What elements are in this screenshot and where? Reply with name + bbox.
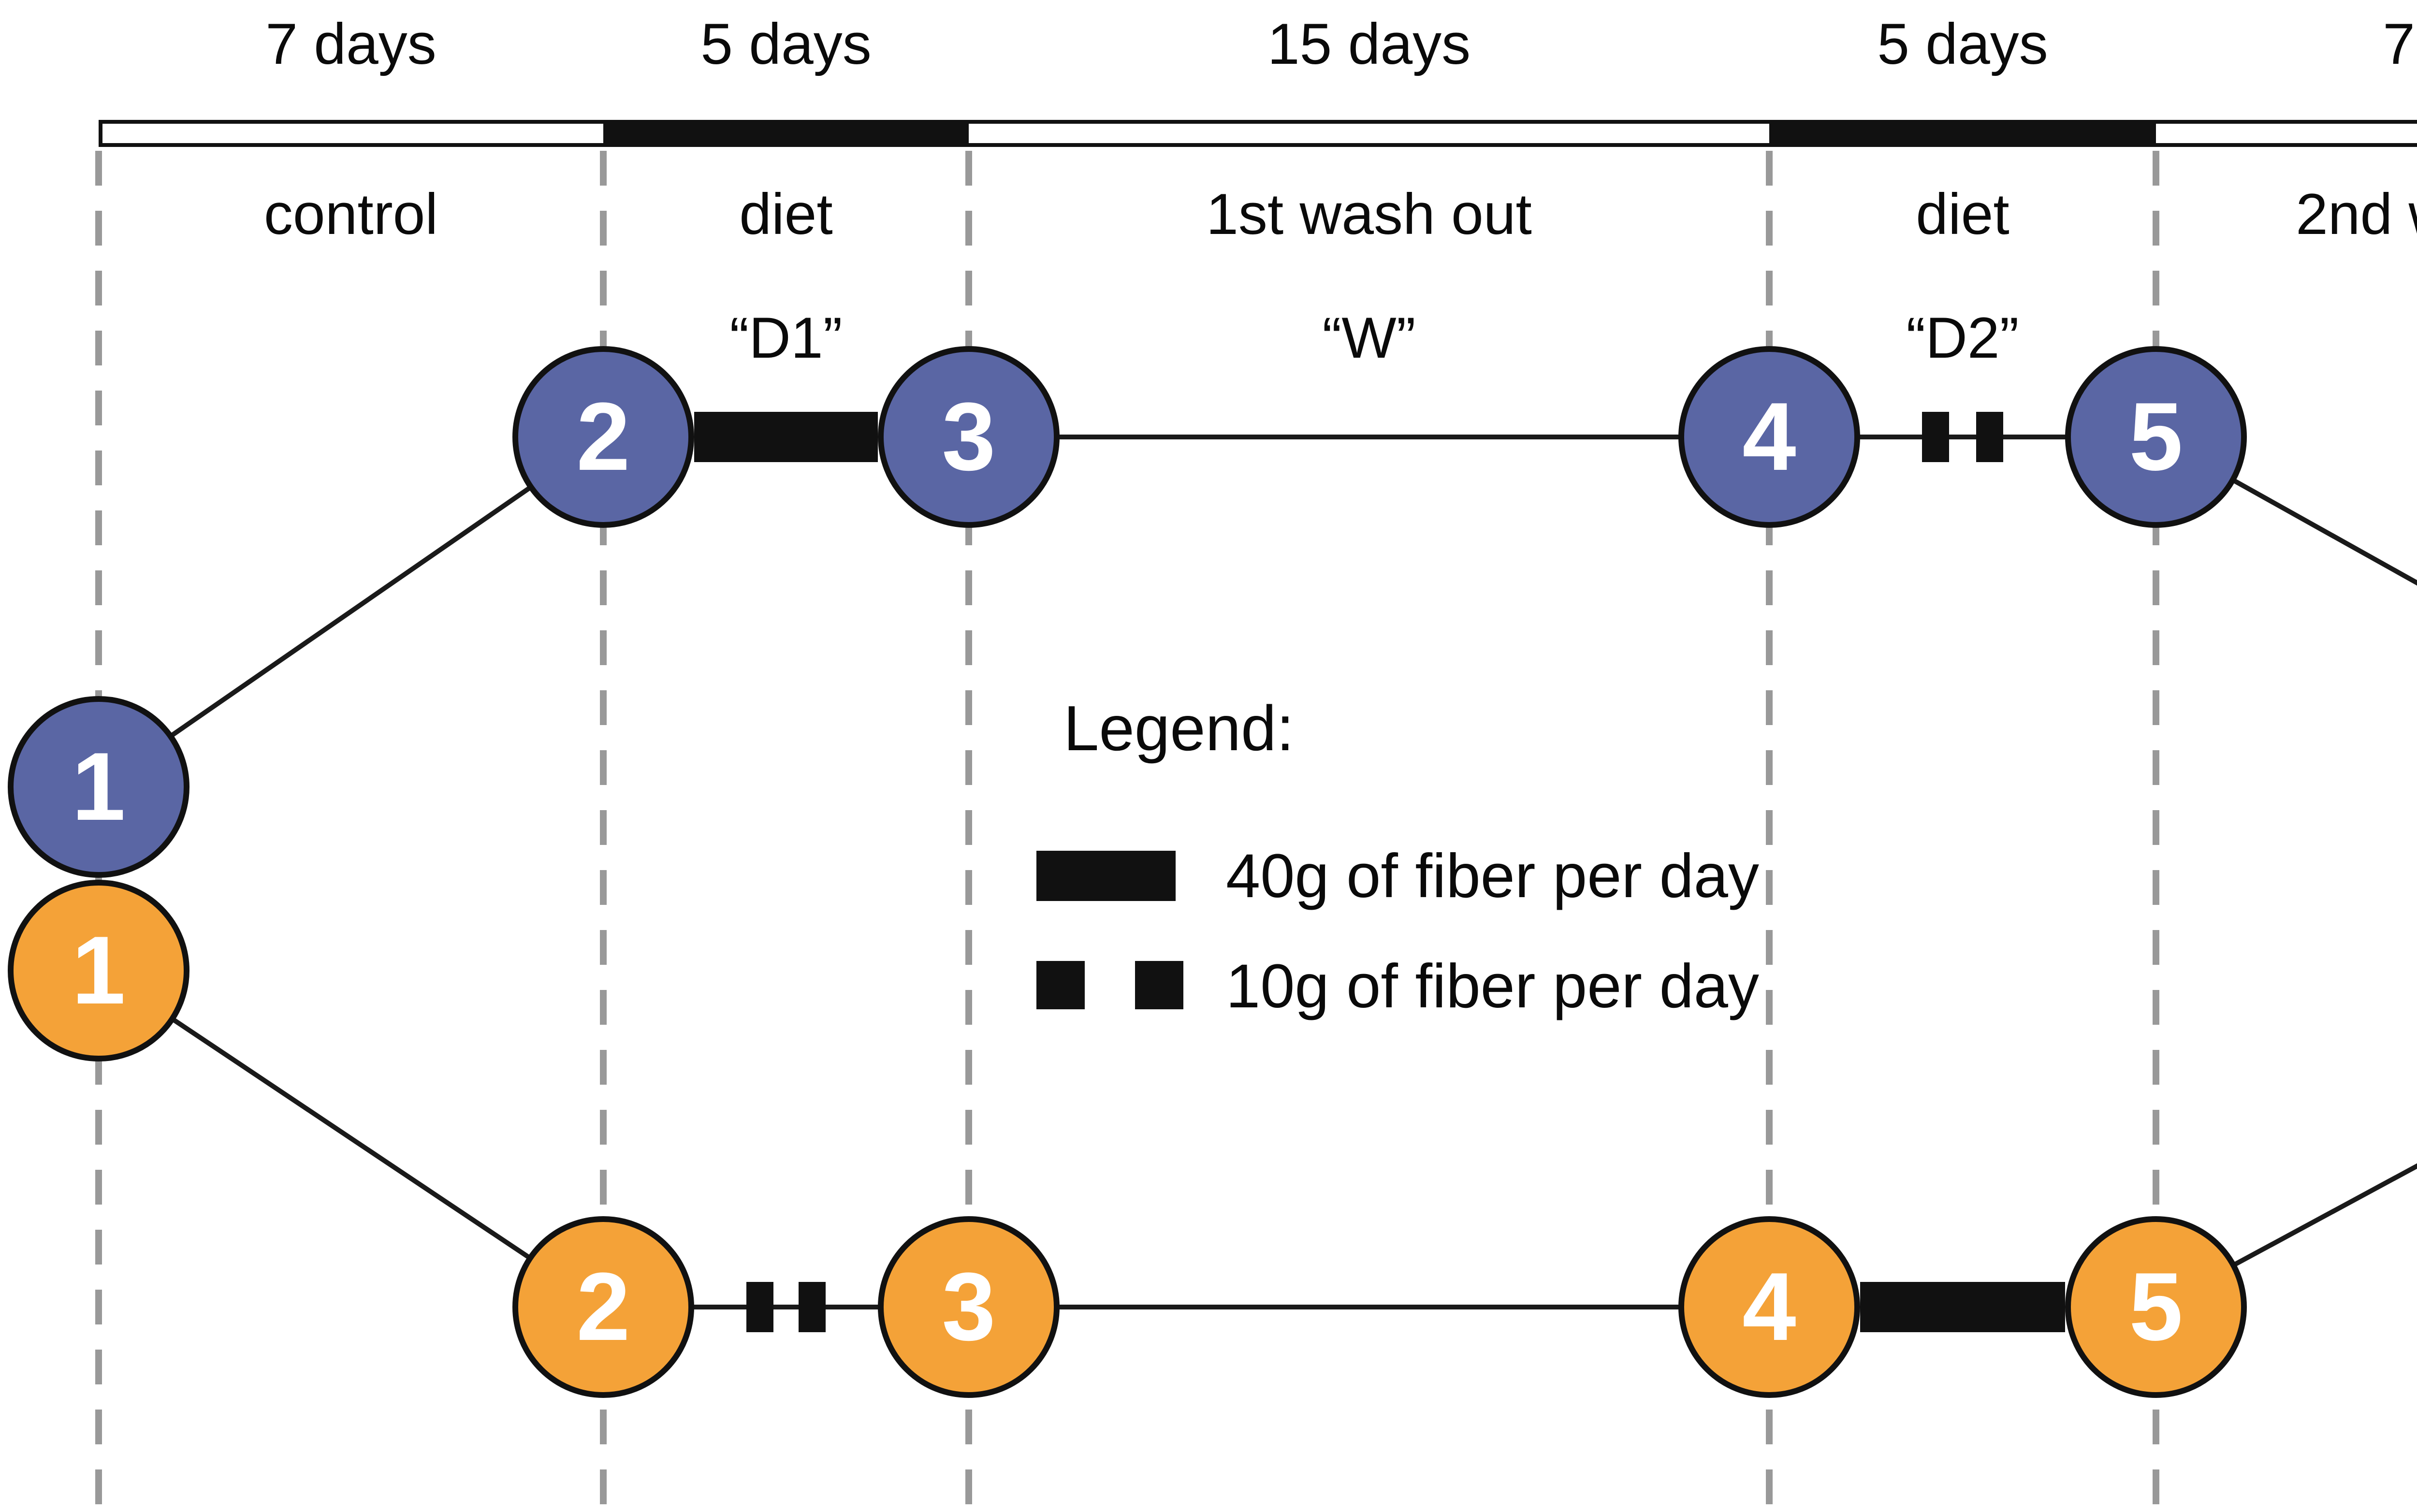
- node-number: 1: [72, 916, 126, 1024]
- node-number: 3: [942, 1253, 996, 1361]
- phase-label-control: control: [263, 184, 438, 247]
- legend-40g-bar-swatch: [1036, 851, 1176, 901]
- orange-arm-10g-dash-a: [746, 1282, 773, 1332]
- node-blue-2: 2: [512, 346, 694, 528]
- duration-label-diet-1: 5 days: [700, 14, 872, 77]
- phase-label-diet-2: diet: [1916, 184, 2009, 247]
- duration-label-control: 7 days: [265, 14, 437, 77]
- node-number: 4: [1742, 383, 1796, 491]
- duration-label-washout-1: 15 days: [1267, 14, 1471, 77]
- phase-label-washout-1: 1st wash out: [1206, 184, 1532, 247]
- edge-orange-5-6: [2155, 1163, 2417, 1309]
- orange-arm-40g-bar-4-5: [1860, 1282, 2065, 1332]
- period-code-w: “W”: [1322, 307, 1416, 371]
- legend-10g-square-swatch-b: [1135, 961, 1183, 1009]
- blue-arm-10g-dash-b: [1976, 412, 2003, 462]
- legend-title: Legend:: [1063, 692, 1295, 764]
- timeline-diet-segment-1: [603, 120, 969, 147]
- period-code-d1: “D1”: [729, 307, 843, 371]
- period-code-d2: “D2”: [1906, 307, 2019, 371]
- phase-label-washout-2: 2nd wash out: [2296, 184, 2417, 247]
- duration-label-diet-2: 5 days: [1877, 14, 2048, 77]
- timeline-diet-segment-2: [1769, 120, 2156, 147]
- legend-item-40g-label: 40g of fiber per day: [1226, 841, 1759, 911]
- node-number: 5: [2129, 1253, 2183, 1361]
- node-orange-4: 4: [1678, 1216, 1860, 1398]
- node-orange-2: 2: [512, 1216, 694, 1398]
- node-number: 4: [1742, 1253, 1796, 1361]
- node-orange-5: 5: [2065, 1216, 2247, 1398]
- legend-10g-square-swatch-a: [1036, 961, 1085, 1009]
- node-number: 1: [72, 732, 126, 840]
- edge-blue-5-6: [2155, 435, 2417, 586]
- node-number: 5: [2129, 383, 2183, 491]
- node-number: 2: [576, 1253, 630, 1361]
- duration-label-washout-2: 7 days: [2383, 14, 2417, 77]
- blue-arm-40g-bar-2-3: [694, 412, 878, 462]
- edge-blue-1-2: [97, 435, 605, 788]
- orange-arm-10g-dash-b: [799, 1282, 826, 1332]
- node-blue-3: 3: [878, 346, 1060, 528]
- node-number: 2: [576, 383, 630, 491]
- edge-orange-1-2: [97, 967, 605, 1309]
- node-number: 3: [942, 383, 996, 491]
- phase-label-diet-1: diet: [739, 184, 833, 247]
- node-orange-1: 1: [8, 879, 189, 1061]
- node-orange-3: 3: [878, 1216, 1060, 1398]
- node-blue-1: 1: [8, 695, 189, 877]
- node-blue-5: 5: [2065, 346, 2247, 528]
- legend-item-10g-label: 10g of fiber per day: [1226, 951, 1759, 1021]
- blue-arm-10g-dash-a: [1922, 412, 1949, 462]
- node-blue-4: 4: [1678, 346, 1860, 528]
